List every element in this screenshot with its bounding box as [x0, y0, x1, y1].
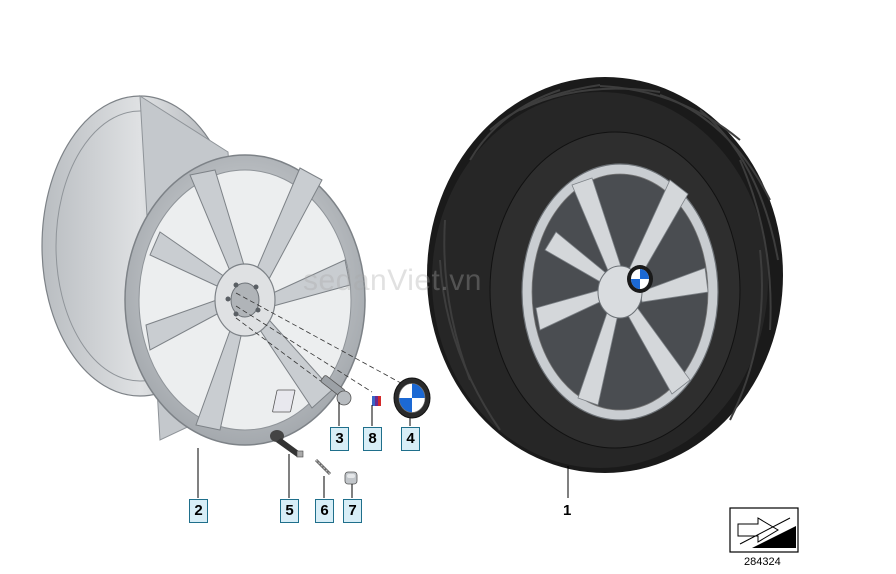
callout-8[interactable]: 8 — [363, 427, 382, 451]
valve-cap — [344, 471, 358, 485]
hub-cap-emblem — [393, 377, 431, 419]
callout-2[interactable]: 2 — [189, 499, 208, 523]
callout-7[interactable]: 7 — [343, 499, 362, 523]
leader-lines — [235, 292, 411, 393]
wheel-bolt — [320, 375, 352, 406]
reference-number: 284324 — [744, 556, 781, 568]
callout-1[interactable]: 1 — [563, 502, 572, 519]
alloy-rim — [41, 95, 366, 446]
hub-badge — [272, 389, 381, 413]
valve-core — [314, 458, 332, 476]
callout-5[interactable]: 5 — [280, 499, 299, 523]
watermark-text: sedanViet.vn — [303, 264, 482, 297]
complete-wheel-with-tire — [427, 77, 783, 473]
callout-6[interactable]: 6 — [315, 499, 334, 523]
reference-icon — [729, 507, 799, 553]
callout-3[interactable]: 3 — [330, 427, 349, 451]
callout-lines — [197, 402, 569, 498]
tire-valve — [270, 430, 304, 458]
callout-4[interactable]: 4 — [401, 427, 420, 451]
